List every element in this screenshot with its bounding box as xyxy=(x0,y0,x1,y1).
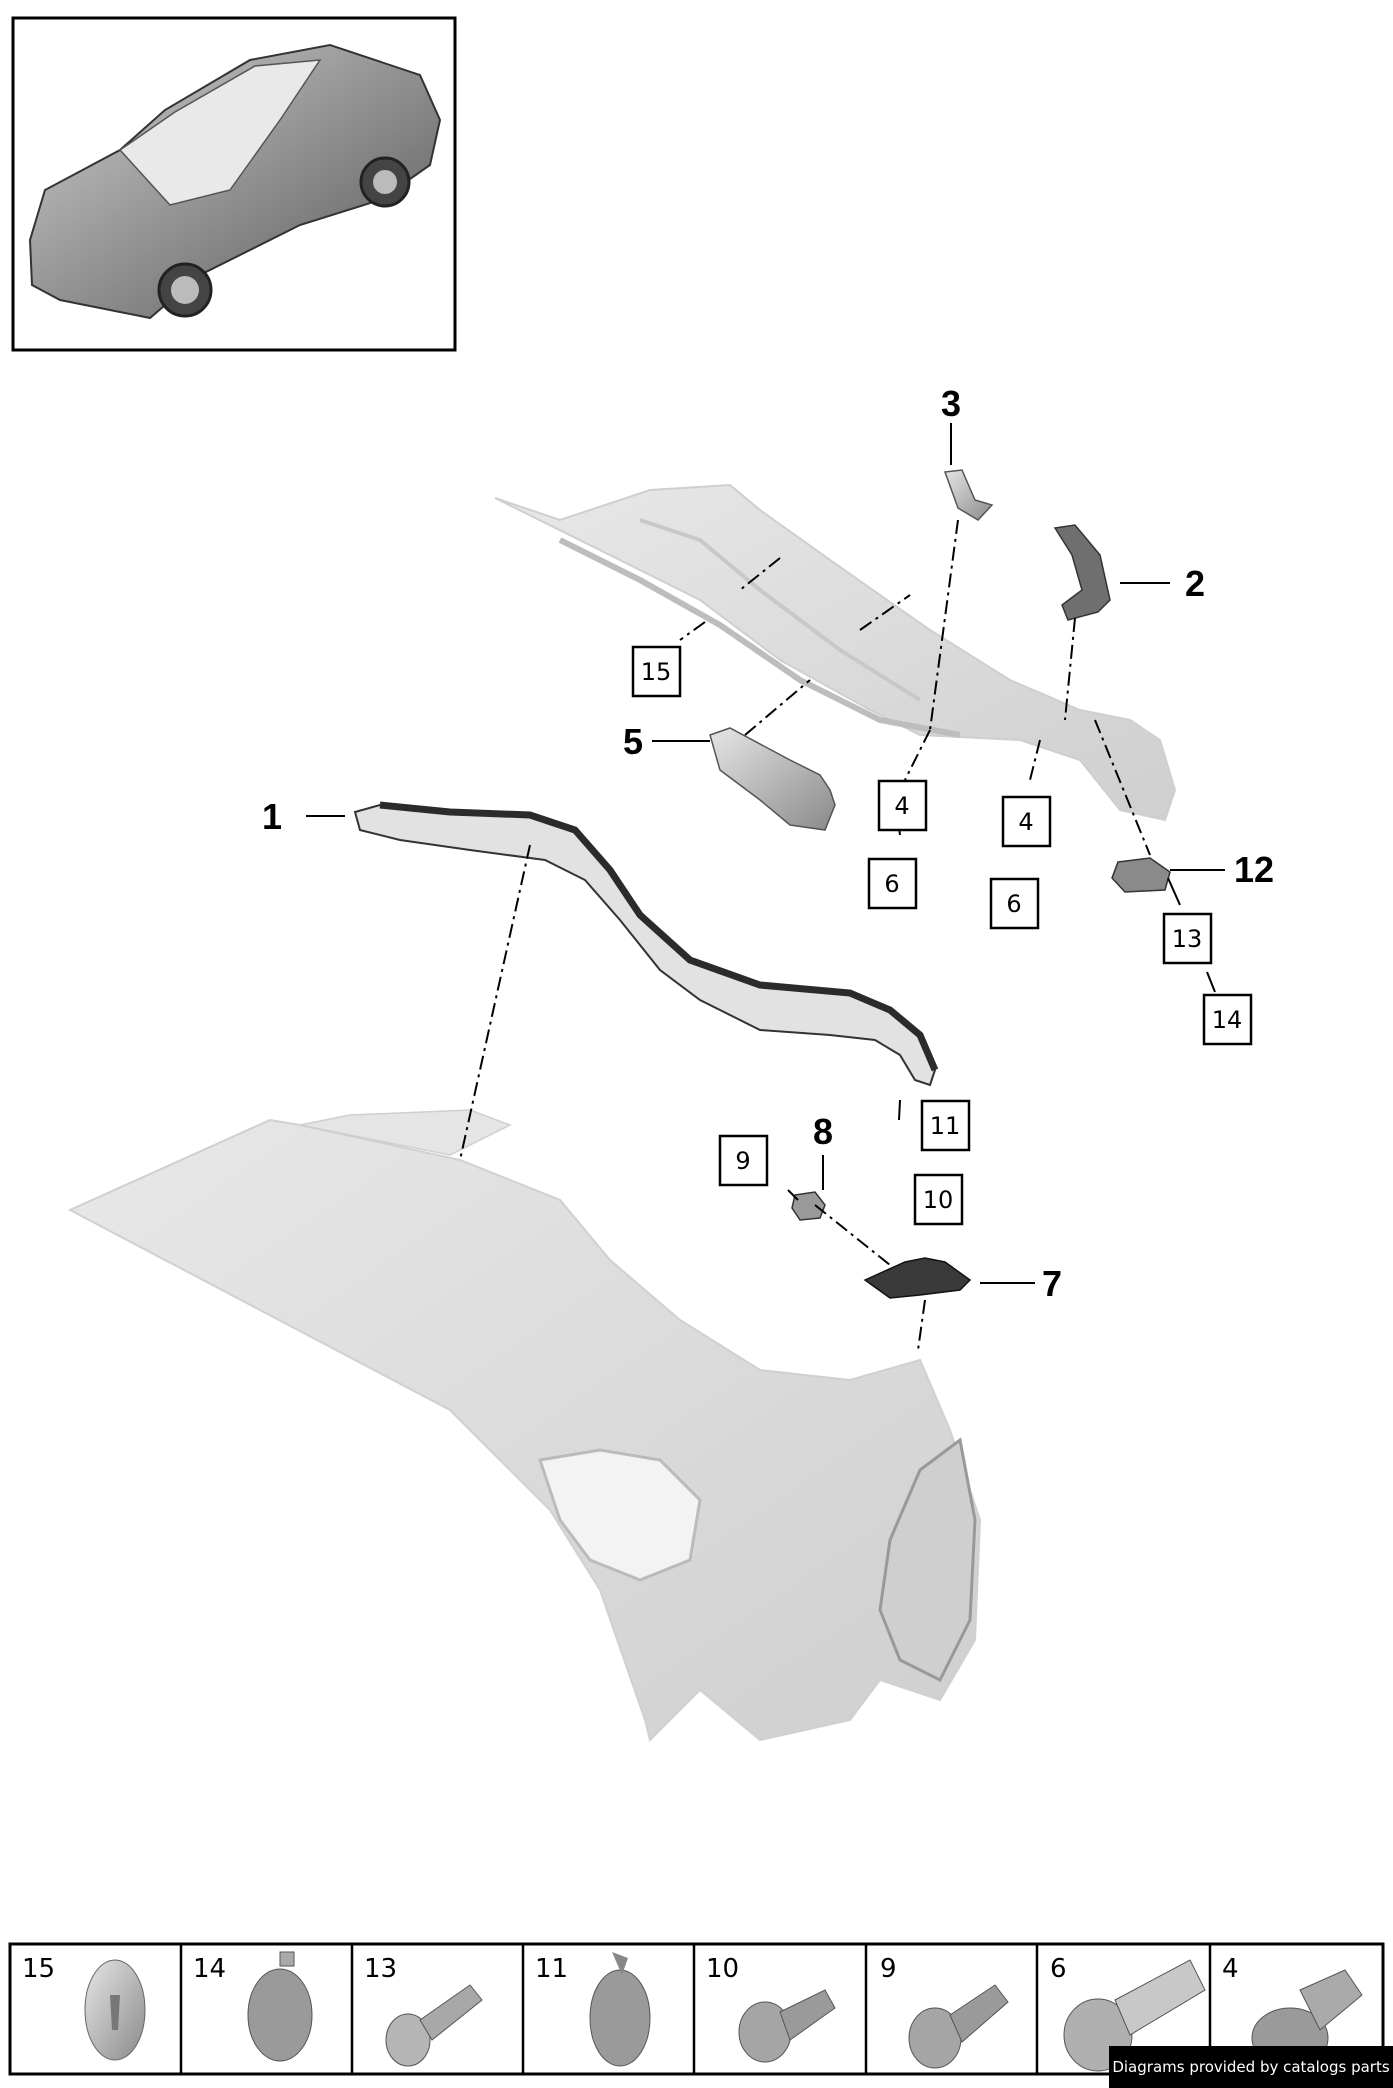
legend-cell-15: 15 xyxy=(22,1954,146,2061)
part-7-bracket xyxy=(863,1257,972,1299)
boxed-callouts xyxy=(631,645,1253,1226)
part-3-bracket xyxy=(943,469,994,521)
rear-body-ghost xyxy=(67,1109,982,1742)
box-6-left: 6 xyxy=(884,870,899,898)
cover-icon xyxy=(589,1969,651,2067)
callout-1: 1 xyxy=(262,796,282,837)
box-10: 10 xyxy=(923,1186,954,1214)
callout-8: 8 xyxy=(813,1111,833,1152)
box-4-left: 4 xyxy=(894,792,909,820)
part-2-bracket xyxy=(1053,524,1111,621)
part-5-rail xyxy=(709,727,836,831)
legend-num-9: 9 xyxy=(880,1954,897,1984)
part-8-nut xyxy=(791,1191,826,1221)
box-9: 9 xyxy=(735,1147,750,1175)
box-13: 13 xyxy=(1172,925,1203,953)
callout-3: 3 xyxy=(941,383,961,424)
legend-num-10: 10 xyxy=(706,1954,739,1984)
legend-cell-11: 11 xyxy=(535,1952,651,2067)
box-6-right: 6 xyxy=(1006,890,1021,918)
box-15: 15 xyxy=(641,658,672,686)
legend-num-6: 6 xyxy=(1050,1954,1067,1984)
legend-num-15: 15 xyxy=(22,1954,55,1984)
legend-cell-14: 14 xyxy=(193,1951,313,2062)
box-4-right: 4 xyxy=(1018,808,1033,836)
legend-num-13: 13 xyxy=(364,1954,397,1984)
legend-num-14: 14 xyxy=(193,1954,226,1984)
box-11: 11 xyxy=(930,1112,961,1140)
screw-icon xyxy=(385,2013,431,2067)
tailgate-frame-ghost xyxy=(494,483,1177,822)
centerlines xyxy=(459,519,1151,1351)
part-12-clip xyxy=(1111,857,1171,893)
legend-cell-9: 9 xyxy=(880,1954,1009,2069)
credit-banner: Diagrams provided by catalogs parts xyxy=(1109,2046,1393,2088)
callout-7: 7 xyxy=(1042,1263,1062,1304)
cap-icon xyxy=(247,1968,313,2062)
box-14: 14 xyxy=(1212,1006,1243,1034)
callout-5: 5 xyxy=(623,721,643,762)
vehicle-thumbnail xyxy=(11,16,457,352)
legend-num-11: 11 xyxy=(535,1954,568,1984)
legend-cell-4: 4 xyxy=(1222,1954,1363,2069)
callout-2: 2 xyxy=(1185,563,1205,604)
legend-cell-13: 13 xyxy=(364,1954,483,2067)
leader-lines xyxy=(306,423,1225,1284)
legend-num-4: 4 xyxy=(1222,1954,1239,1984)
part-1-seal xyxy=(353,801,939,1087)
callout-12: 12 xyxy=(1234,849,1274,890)
legend-cell-10: 10 xyxy=(706,1954,836,2063)
